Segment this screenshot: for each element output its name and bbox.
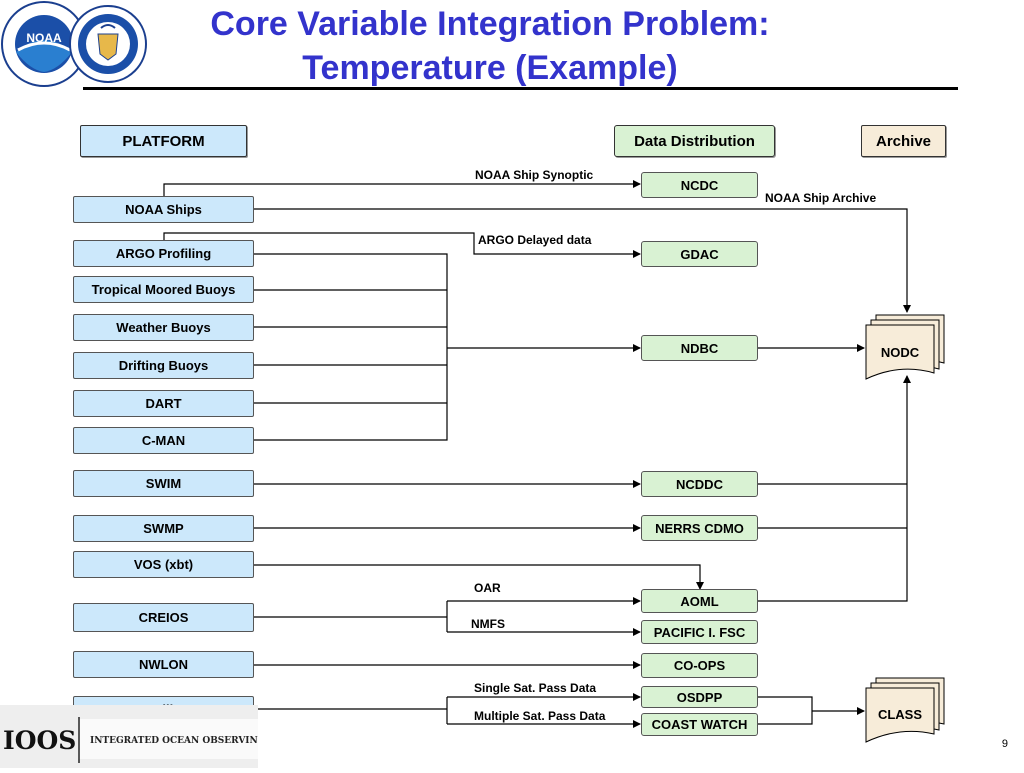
dist-pacific-fsc: PACIFIC I. FSC [641,620,758,644]
label-noaa-ship-archive: NOAA Ship Archive [765,191,877,205]
ioos-short-text: IOOS [3,726,76,755]
title-line-1: Core Variable Integration Problem: [210,5,770,43]
platform-creios: CREIOS [73,603,254,632]
platform-tropical-moored-buoys: Tropical Moored Buoys [73,276,254,303]
header-platform: PLATFORM [80,125,247,157]
label-multiple-sat-pass-data: Multiple Sat. Pass Data [474,709,606,723]
archive-nodc: NODC [865,314,945,380]
label-argo-delayed-data: ARGO Delayed data [478,233,592,247]
ioos-logo: IOOS INTEGRATED OCEAN OBSERVING SYSTEM® [0,705,321,768]
platform-dart: DART [73,390,254,417]
platform-drifting-buoys: Drifting Buoys [73,352,254,379]
platform-nwlon: NWLON [73,651,254,678]
page-number: 9 [1001,738,1008,750]
ioos-long-text: INTEGRATED OCEAN OBSERVING SYSTEM® [90,736,258,746]
dist-ndbc: NDBC [641,335,758,361]
label-oar: OAR [474,581,501,595]
title-line-2: Temperature (Example) [302,49,678,87]
platform-noaa-ships: NOAA Ships [73,196,254,223]
dist-co-ops: CO-OPS [641,653,758,678]
dist-gdac: GDAC [641,241,758,267]
header-archive: Archive [861,125,946,157]
dist-aoml: AOML [641,589,758,613]
slide-title: Core Variable Integration Problem: Tempe… [150,2,830,90]
platform-c-man: C-MAN [73,427,254,454]
dist-ncddc: NCDDC [641,471,758,497]
header-data-distribution: Data Distribution [614,125,775,157]
dist-osdpp: OSDPP [641,686,758,708]
label-noaa-ship-synoptic: NOAA Ship Synoptic [475,168,594,182]
dist-ncdc: NCDC [641,172,758,198]
dist-coast-watch: COAST WATCH [641,713,758,736]
platform-argo-profiling: ARGO Profiling [73,240,254,267]
label-single-sat-pass-data: Single Sat. Pass Data [474,681,597,695]
title-rule [83,87,958,90]
platform-weather-buoys: Weather Buoys [73,314,254,341]
archive-class: CLASS [865,677,945,743]
dist-nerrs-cdmo: NERRS CDMO [641,515,758,541]
noaa-logo: NOAA [1,1,87,87]
platform-swmp: SWMP [73,515,254,542]
archive-nodc-label: NODC [881,345,920,360]
commerce-seal [69,5,147,83]
platform-swim: SWIM [73,470,254,497]
noaa-logo-text: NOAA [26,31,62,45]
archive-class-label: CLASS [878,707,922,722]
label-nmfs: NMFS [471,617,505,631]
platform-vos-xbt: VOS (xbt) [73,551,254,578]
